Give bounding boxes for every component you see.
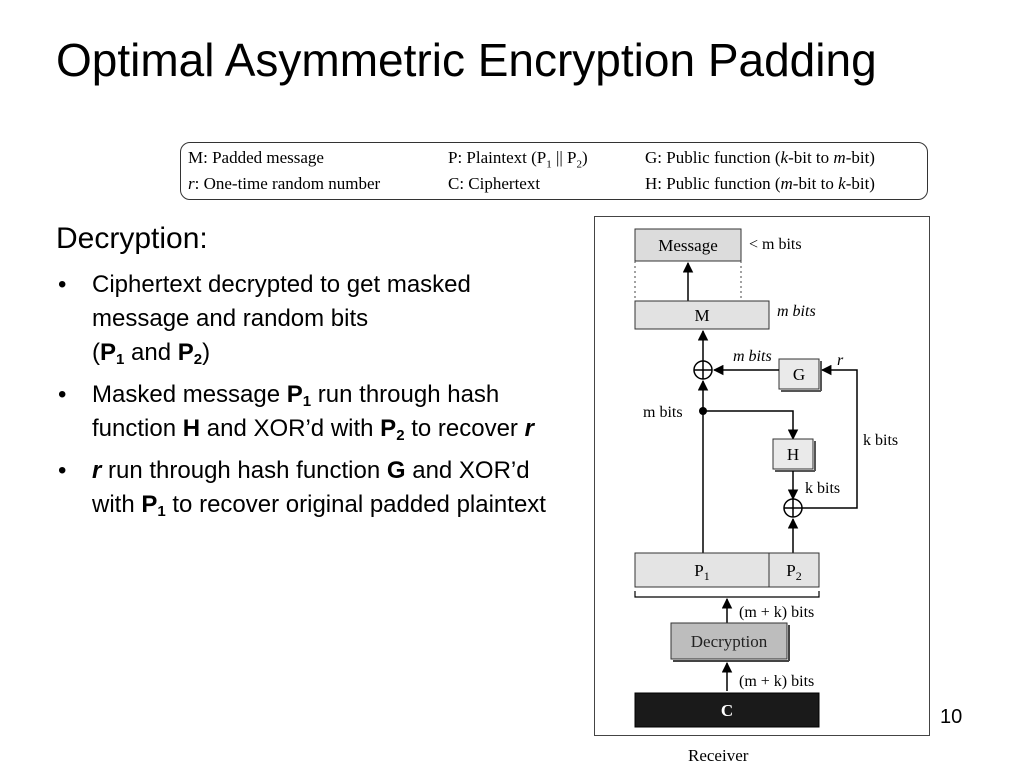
legend-ciphertext: C: Ciphertext xyxy=(448,174,541,193)
c-box xyxy=(634,692,820,728)
bullet-text: run through hash function xyxy=(101,457,387,484)
legend-h-m: m xyxy=(780,174,793,193)
message-bits-label: < m bits xyxy=(749,236,802,253)
p2-label-sub: 2 xyxy=(796,569,802,583)
h-box xyxy=(772,438,814,470)
decryption-box-label: Decryption xyxy=(691,632,768,651)
slide-title: Optimal Asymmetric Encryption Padding xyxy=(56,34,877,86)
legend-box: M: Padded message r: One-time random num… xyxy=(180,142,928,200)
r-label: r xyxy=(837,352,844,369)
bullet-text: ) xyxy=(202,339,211,366)
bullet-text: to recover original padded plaintext xyxy=(165,491,546,518)
bullet-marker: • xyxy=(58,271,67,298)
legend-p2-sub: 2 xyxy=(576,158,583,171)
receiver-caption: Receiver xyxy=(688,746,749,765)
bullet-sub: 1 xyxy=(116,351,125,368)
decryption-box xyxy=(670,622,788,660)
bullet-item-3: • r run through hash function G and XOR’… xyxy=(56,454,556,522)
legend-r-desc: : One-time random number xyxy=(194,174,381,193)
bullet-text: ( xyxy=(92,339,100,366)
bullet-sub: 2 xyxy=(193,351,203,368)
bullet-bold-r: r xyxy=(92,457,102,484)
bullet-text: and XOR’d with xyxy=(200,415,381,442)
bullet-bold-p: P xyxy=(100,339,117,366)
legend-g-text-2: -bit to xyxy=(788,148,834,167)
bullet-bold-p: P xyxy=(141,491,158,518)
diagram-svg: Message < m bits M m bits m bits G r k b… xyxy=(634,228,898,728)
bullet-item-2: • Masked message P1 run through hash fun… xyxy=(56,378,556,446)
mk-bits-upper-label: (m + k) bits xyxy=(739,604,814,621)
legend-h-function: H: Public function (m-bit to k-bit) xyxy=(645,174,875,194)
g-box xyxy=(778,358,820,390)
bullet-sub: 1 xyxy=(157,503,166,520)
p1-label: P1 xyxy=(694,561,709,583)
legend-h-text-3: -bit) xyxy=(845,174,875,193)
legend-plaintext: P: Plaintext (P1 || P2) xyxy=(448,148,588,170)
m-bits-label: m bits xyxy=(777,303,816,320)
p1-box xyxy=(634,552,770,588)
legend-plaintext-text: P: Plaintext (P xyxy=(448,148,547,167)
p2-label-text: P xyxy=(786,561,795,580)
bullet-bold-p: P xyxy=(380,415,397,442)
legend-h-k: k xyxy=(838,174,846,193)
p-brace xyxy=(634,591,820,598)
bullet-marker: • xyxy=(58,381,67,408)
legend-g-m: m xyxy=(833,148,846,167)
left-m-bits-label: m bits xyxy=(643,404,683,421)
m-box-label: M xyxy=(694,306,709,325)
page-number: 10 xyxy=(940,706,963,728)
bullet-bold-h: H xyxy=(182,415,201,442)
m-box xyxy=(634,300,770,330)
oaep-decryption-diagram: Message < m bits M m bits m bits G r k b… xyxy=(594,216,930,736)
message-box-label: Message xyxy=(658,236,717,255)
c-box-label: C xyxy=(721,701,733,720)
h-box-label: H xyxy=(787,445,799,464)
bullet-bold-g: G xyxy=(386,457,406,484)
k-bits-right-label: k bits xyxy=(863,432,898,449)
section-heading: Decryption: xyxy=(56,222,208,255)
bullet-text: run through hash function xyxy=(92,381,500,442)
bullet-text: and xyxy=(124,339,178,366)
bullet-marker: • xyxy=(58,457,67,484)
message-box xyxy=(634,228,742,262)
bullet-bold-p: P xyxy=(286,381,303,408)
k-bits-lower-label: k bits xyxy=(805,480,840,497)
arrow-r-to-g xyxy=(795,364,858,509)
bullet-item-1: • Ciphertext decrypted to get masked mes… xyxy=(56,268,556,370)
bullet-bold-p: P xyxy=(177,339,194,366)
p1-label-sub: 1 xyxy=(704,569,710,583)
bullet-list: • Ciphertext decrypted to get masked mes… xyxy=(56,268,556,530)
xor-top-m-bits-label: m bits xyxy=(733,348,772,365)
legend-plaintext-text-2: || P xyxy=(551,148,577,167)
legend-plaintext-text-3: ) xyxy=(582,148,588,167)
p2-label: P2 xyxy=(786,561,801,583)
legend-g-text: G: Public function ( xyxy=(645,148,781,167)
legend-h-text-2: -bit to xyxy=(792,174,839,193)
bullet-text: Masked message xyxy=(92,381,287,408)
bullet-sub: 1 xyxy=(302,393,312,410)
legend-h-text: H: Public function ( xyxy=(645,174,781,193)
bullet-text: to recover xyxy=(404,415,525,442)
legend-p1-sub: 1 xyxy=(546,158,552,171)
legend-padded-message: M: Padded message xyxy=(188,148,324,167)
bullet-text: and XOR’d with xyxy=(92,457,530,518)
arrow-branch-to-h xyxy=(703,410,799,441)
bullet-bold-r: r xyxy=(524,415,534,442)
legend-g-function: G: Public function (k-bit to m-bit) xyxy=(645,148,875,168)
p2-box xyxy=(768,552,820,588)
legend-random-number: r: One-time random number xyxy=(188,174,380,194)
bullet-sub: 2 xyxy=(396,427,405,444)
p1-label-text: P xyxy=(694,561,703,580)
mk-bits-lower-label: (m + k) bits xyxy=(739,673,814,690)
legend-g-k: k xyxy=(780,148,789,167)
legend-r-symbol: r xyxy=(188,174,195,193)
legend-g-text-3: -bit) xyxy=(845,148,875,167)
bullet-text: Ciphertext decrypted to get masked messa… xyxy=(92,271,471,332)
g-box-label: G xyxy=(793,365,805,384)
